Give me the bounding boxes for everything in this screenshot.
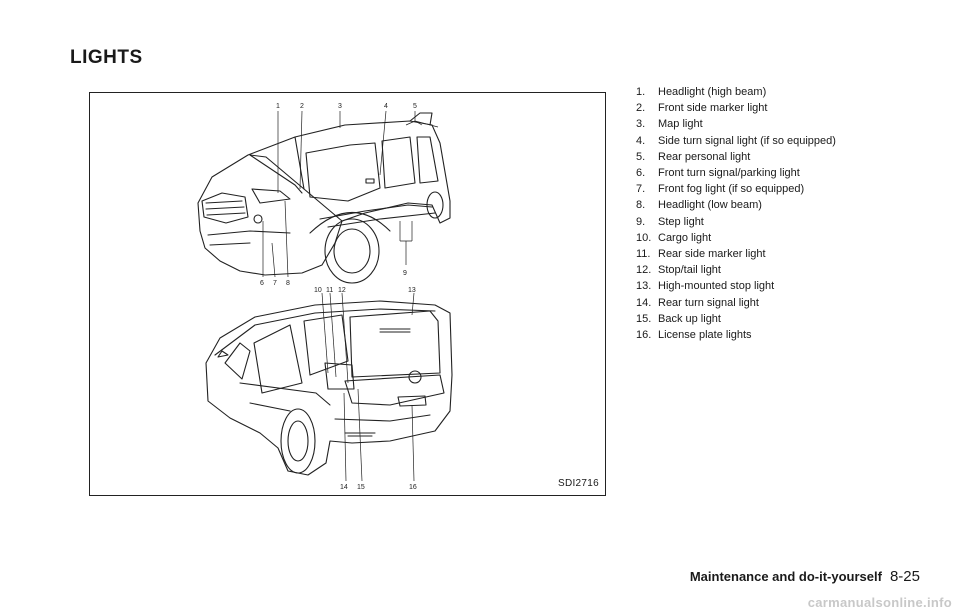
legend-number: 6. [636,167,646,180]
legend-text: License plate lights [658,329,752,342]
legend-text: Front fog light (if so equipped) [658,183,805,196]
legend-text: Back up light [658,312,721,325]
callout-14: 14 [340,484,348,491]
legend-item: 13. High-mounted stop light [636,278,836,294]
legend-item: 4. Side turn signal light (if so equipped… [636,133,836,149]
callout-16: 16 [409,484,417,491]
watermark: carmanualsonline.info [807,595,952,610]
callout-15: 15 [357,484,365,491]
legend-text: Rear personal light [658,150,751,163]
legend-number: 8. [636,199,646,212]
legend-text: Cargo light [658,231,712,244]
legend-text: High-mounted stop light [658,280,775,293]
legend-item: 8. Headlight (low beam) [636,197,836,213]
section-title: LIGHTS [70,47,143,68]
legend-number: 12. [636,264,652,277]
legend-text: Step light [658,215,704,228]
callout-1: 1 [276,103,280,110]
legend-number: 9. [636,215,646,228]
callout-7: 7 [273,280,277,287]
callout-6: 6 [260,280,264,287]
legend-text: Side turn signal light (if so equipped) [658,134,836,147]
legend-item: 11. Rear side marker light [636,246,836,262]
callout-13: 13 [408,287,416,294]
legend-item: 15. Back up light [636,311,836,327]
legend-item: 5. Rear personal light [636,149,836,165]
legend-number: 5. [636,150,646,163]
lights-diagram: 1 2 3 4 5 6 7 8 9 10 11 12 13 14 15 16 S… [89,92,606,496]
legend-number: 2. [636,102,646,115]
legend-text: Front side marker light [658,102,768,115]
legend-number: 10. [636,231,652,244]
callout-11: 11 [326,287,333,294]
legend-number: 13. [636,280,652,293]
legend-number: 1. [636,86,646,98]
legend-number: 16. [636,329,652,342]
legend-item: 6. Front turn signal/parking light [636,165,836,181]
callout-12: 12 [338,287,346,294]
legend-text: Map light [658,118,703,131]
legend-text: Headlight (low beam) [658,199,762,212]
callout-2: 2 [300,103,304,110]
legend-number: 11. [636,248,651,261]
legend-number: 15. [636,312,652,325]
page-footer: Maintenance and do-it-yourself 8-25 [690,568,920,585]
legend-item: 1. Headlight (high beam) [636,84,836,100]
page-number: 8-25 [889,568,920,585]
legend-number: 7. [636,183,646,196]
lights-legend: 1. Headlight (high beam) 2. Front side mar… [636,84,836,343]
legend-item: 16. License plate lights [636,327,836,343]
legend-text: Headlight (high beam) [658,86,767,98]
callout-4: 4 [384,103,388,110]
van-illustration: 1 2 3 4 5 6 7 8 9 10 11 12 13 14 15 16 [197,103,453,491]
legend-number: 14. [636,296,652,309]
callout-8: 8 [286,280,290,287]
chapter-title: Maintenance and do-it-yourself [689,569,882,584]
legend-text: Rear turn signal light [658,296,759,309]
legend-item: 12. Stop/tail light [636,262,836,278]
legend-item: 2. Front side marker light [636,100,836,116]
callout-5: 5 [413,103,417,110]
legend-text: Front turn signal/parking light [658,167,800,180]
legend-item: 7. Front fog light (if so equipped) [636,181,836,197]
callout-3: 3 [338,103,342,110]
legend-item: 10. Cargo light [636,230,836,246]
legend-number: 3. [636,118,646,131]
figure-code: SDI2716 [557,478,599,489]
legend-text: Rear side marker light [658,248,766,261]
legend-text: Stop/tail light [658,264,721,277]
legend-item: 3. Map light [636,116,836,132]
callout-10: 10 [314,287,322,294]
legend-item: 14. Rear turn signal light [636,295,836,311]
callout-9: 9 [403,270,407,277]
front-view-van [197,112,451,284]
rear-view-van [205,300,453,476]
legend-number: 4. [636,134,646,147]
legend-item: 9. Step light [636,214,836,230]
